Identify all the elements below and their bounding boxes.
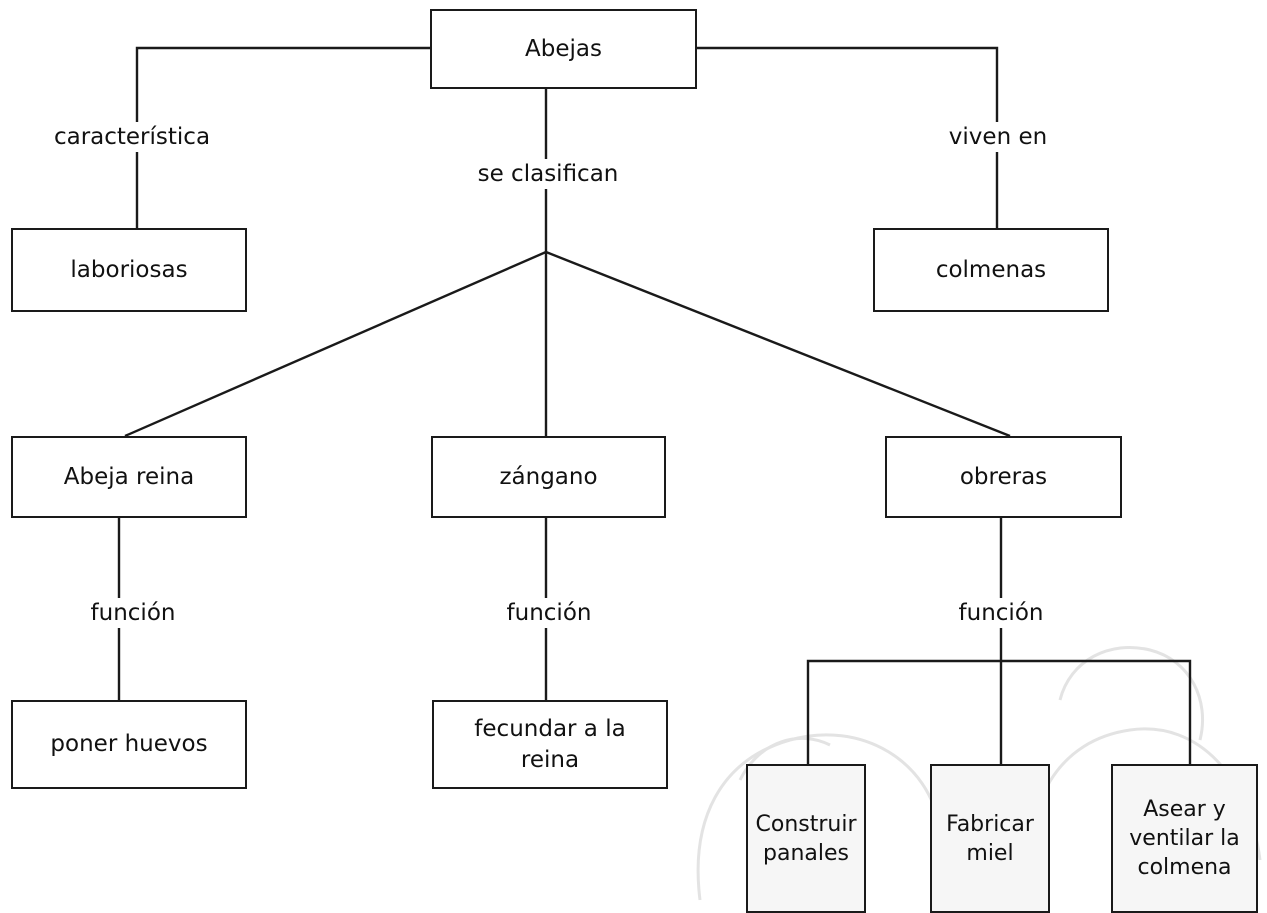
link-caracteristica: característica xyxy=(49,122,215,152)
node-zangano-text: zángano xyxy=(499,463,598,490)
node-zangano: zángano xyxy=(431,436,666,518)
node-poner-huevos: poner huevos xyxy=(11,700,247,789)
node-abejas-text: Abejas xyxy=(525,35,602,62)
node-fecundar-text: fecundar a la reina xyxy=(474,715,626,773)
node-abejas: Abejas xyxy=(430,9,697,89)
node-colmenas-text: colmenas xyxy=(935,256,1047,283)
node-fecundar: fecundar a la reina xyxy=(432,700,668,789)
node-abeja-reina-text: Abeja reina xyxy=(63,463,195,490)
node-fabricar-miel: Fabricar miel xyxy=(930,764,1050,913)
link-funcion-zangano: función xyxy=(502,598,596,628)
node-laboriosas: laboriosas xyxy=(11,228,247,312)
link-funcion-obreras: función xyxy=(954,598,1048,628)
node-poner-huevos-text: poner huevos xyxy=(50,731,208,757)
connector-function-branches xyxy=(806,659,1192,764)
link-funcion-reina: función xyxy=(86,598,180,628)
node-colmenas: colmenas xyxy=(873,228,1109,312)
connector-hub-queen xyxy=(124,250,547,438)
connector-root-colmenas xyxy=(697,46,999,228)
node-asear-colmena: Asear y ventilar la colmena xyxy=(1111,764,1258,913)
connector-root-laboriosas xyxy=(135,46,430,228)
node-obreras-text: obreras xyxy=(959,463,1048,490)
node-obreras: obreras xyxy=(885,436,1122,518)
node-laboriosas-text: laboriosas xyxy=(70,256,188,283)
node-construir-panales-text: Construir panales xyxy=(755,811,857,866)
node-fabricar-miel-text: Fabricar miel xyxy=(946,811,1034,866)
link-se-clasifican: se clasifican xyxy=(473,159,623,189)
node-abeja-reina: Abeja reina xyxy=(11,436,247,518)
link-viven-en: viven en xyxy=(944,122,1052,152)
connector-hub-workers xyxy=(545,250,1011,438)
node-asear-colmena-text: Asear y ventilar la colmena xyxy=(1129,797,1240,880)
node-construir-panales: Construir panales xyxy=(746,764,866,913)
